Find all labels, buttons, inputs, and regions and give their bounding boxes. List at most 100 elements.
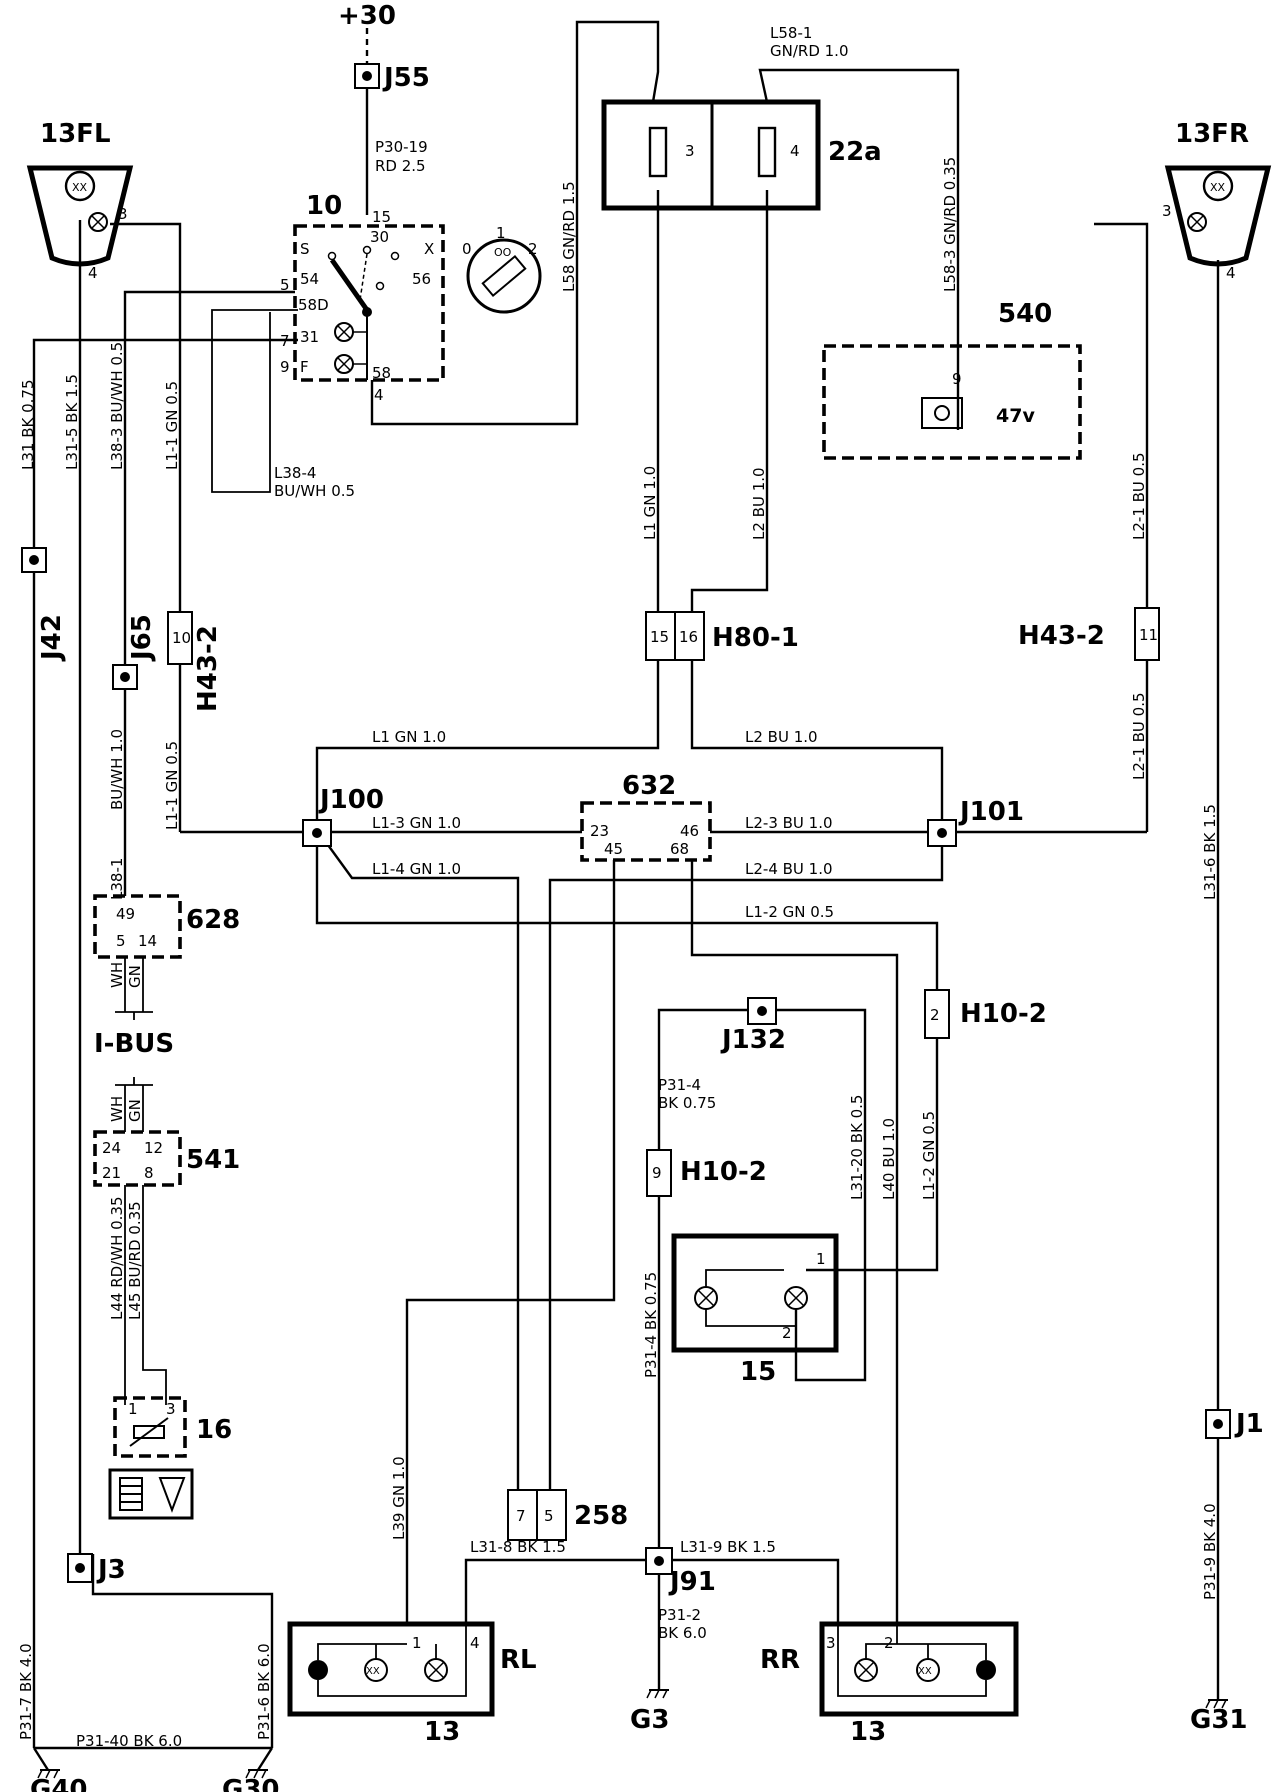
wires-l2v-label: L2 BU 1.0 <box>750 467 768 540</box>
component-628: 628 <box>186 905 240 935</box>
wires-p31-4-label: P31-4 <box>658 1076 701 1094</box>
pins-rr2-label: 2 <box>884 1634 894 1652</box>
label-rr: RR <box>760 1645 800 1675</box>
ground-icon-g30 <box>245 1769 268 1779</box>
wire-p30-19b: RD 2.5 <box>375 157 426 175</box>
component-541: 541 <box>186 1145 240 1175</box>
wires-p31-9-label: P31-9 BK 4.0 <box>1201 1503 1219 1600</box>
pins-sw9-label: 9 <box>280 358 290 376</box>
label-rl: RL <box>500 1645 537 1675</box>
pins-p258-5-label: 5 <box>544 1507 554 1525</box>
pins-h9-label: 9 <box>652 1164 662 1182</box>
component-258: 258 <box>574 1501 628 1531</box>
pins-h10-label: 10 <box>172 629 191 647</box>
splice-j1: J1 <box>1234 1409 1264 1439</box>
wires-l1-2-label: L1-2 GN 0.5 <box>745 903 834 921</box>
pin-fl3: 3 <box>118 205 128 223</box>
wires-gn2-label: GN <box>126 1099 144 1122</box>
pins-sw58-label: 58 <box>372 364 391 382</box>
wire-l38-4b: BU/WH 0.5 <box>274 482 355 500</box>
splice-j100: J100 <box>318 785 384 815</box>
wires-l40-label: L40 BU 1.0 <box>880 1118 898 1200</box>
wires-l1-1-label: L1-1 GN 0.5 <box>163 381 181 470</box>
ground-icon-g3 <box>646 1689 669 1699</box>
pins-f4-label: 4 <box>790 142 800 160</box>
pins-h16-label: 16 <box>679 628 698 646</box>
label-ibus: I-BUS <box>94 1029 174 1059</box>
fuse-box-22a: 3 4 22a L58-1 GN/RD 1.0 <box>601 24 882 211</box>
wires-l31-8-label: L31-8 BK 1.5 <box>470 1538 566 1556</box>
wires-l31-5-label: L31-5 BK 1.5 <box>63 374 81 470</box>
ground-symbols: G40 G30 G3 G31 <box>30 1689 1248 1792</box>
component-632: 632 <box>622 771 676 801</box>
pins-dial0-label: 0 <box>462 240 472 258</box>
pins-p14-label: 14 <box>138 932 157 950</box>
rear-lamp-rl: XX 1 4 RL 13 <box>287 1621 537 1747</box>
pins-sw56-label: 56 <box>412 270 431 288</box>
light-switch-10: 10 15 30 S X 54 56 58D 31 F 58 5 7 9 4 0 <box>280 191 542 404</box>
splice-j55: J55 <box>382 63 430 93</box>
component-540: 540 9 47v <box>822 299 1082 460</box>
component-15: 15 <box>740 1357 776 1387</box>
label-13-right: 13 <box>850 1717 886 1747</box>
pins-p21-label: 21 <box>102 1164 121 1182</box>
pin-fl4: 4 <box>88 264 98 282</box>
label-label: XX <box>366 1666 380 1677</box>
wires-l1-4-label: L1-4 GN 1.0 <box>372 860 461 878</box>
pins-p5-label: 5 <box>116 932 126 950</box>
rear-lamp-rr: XX 3 2 RR 13 <box>760 1621 1019 1747</box>
ground-splices: J1 P31-9 BK 4.0 J3 J91 L31-8 BK 1.5 L31-… <box>17 1409 1264 1750</box>
label-13fr: 13FR <box>1175 119 1249 149</box>
pins-p46-label: 46 <box>680 822 699 840</box>
connector-h10-2-lower: H10-2 <box>680 1157 767 1187</box>
pins-dialOO-label: OO <box>494 246 512 259</box>
pins-sw54-label: 54 <box>300 270 319 288</box>
wires-l2h-label: L2 BU 1.0 <box>745 728 818 746</box>
pins-h11-label: 11 <box>1139 626 1158 644</box>
ground-g3: G3 <box>630 1705 669 1735</box>
wires-p31-2-label: P31-2 <box>658 1606 701 1624</box>
headlamp-13fl: XX 13FL 3 4 <box>26 119 134 282</box>
pins-p258-7-label: 7 <box>516 1507 526 1525</box>
pins-rr3-label: 3 <box>826 1634 836 1652</box>
wires-wh-label: WH <box>108 962 126 988</box>
wires-l2-4-label: L2-4 BU 1.0 <box>745 860 833 878</box>
label-540: 540 <box>998 299 1052 329</box>
headlamp-13fr: XX 13FR 3 4 <box>1162 119 1272 282</box>
connector-h80-1: H80-1 <box>712 623 799 653</box>
wires-p31-7-label: P31-7 BK 4.0 <box>17 1643 35 1740</box>
wire-p30-19: P30-19 <box>375 138 428 156</box>
wires-wh2-label: WH <box>108 1096 126 1122</box>
supply-label: +30 <box>338 1 396 31</box>
pins-p24-label: 24 <box>102 1139 121 1157</box>
pins-p8-label: 8 <box>144 1164 154 1182</box>
wires-l44-label: L44 RD/WH 0.35 <box>108 1196 126 1320</box>
wires-l31-6-label: L31-6 BK 1.5 <box>1201 804 1219 900</box>
label-13fl: 13FL <box>40 119 111 149</box>
pins-rl4-label: 4 <box>470 1634 480 1652</box>
label-label: XX <box>1210 181 1226 194</box>
pins-swX-label: X <box>424 240 434 258</box>
wires-l1-2v-label: L1-2 GN 0.5 <box>920 1111 938 1200</box>
splice-j42: J42 <box>37 614 67 662</box>
component-258-area: 7 5 258 L39 GN 1.0 <box>390 1456 628 1541</box>
splice-j65: J65 <box>127 614 157 662</box>
wires-gn-label: GN <box>126 965 144 988</box>
left-splices: J42 J65 10 H43-2 BU/WH 1.0 L38-1 L1-1 GN… <box>21 547 223 900</box>
pins-h2-label: 2 <box>930 1006 940 1024</box>
pin-fr3: 3 <box>1162 202 1172 220</box>
label-47v: 47v <box>996 405 1035 427</box>
pins-p15-1-label: 1 <box>816 1250 826 1268</box>
wires-l2-1b-label: L2-1 BU 0.5 <box>1130 692 1148 780</box>
pins-dial1-label: 1 <box>496 224 506 242</box>
connectors-mid: 15 16 H80-1 11 H43-2 L2-1 BU 0.5 L31-6 B… <box>372 607 1219 900</box>
pins-sw31-label: 31 <box>300 328 319 346</box>
wires-l58-label: L58 GN/RD 1.5 <box>560 181 578 292</box>
wires-bu-wh-10-label: BU/WH 1.0 <box>108 729 126 810</box>
wires-l31-9-label: L31-9 BK 1.5 <box>680 1538 776 1556</box>
pins-h15-label: 15 <box>650 628 669 646</box>
wires-l58-3-label: L58-3 GN/RD 0.35 <box>941 157 959 292</box>
wires-p31-40-label: P31-40 BK 6.0 <box>76 1732 182 1750</box>
pins-swS-label: S <box>300 240 310 258</box>
connector-h10-2-upper: H10-2 <box>960 999 1047 1029</box>
